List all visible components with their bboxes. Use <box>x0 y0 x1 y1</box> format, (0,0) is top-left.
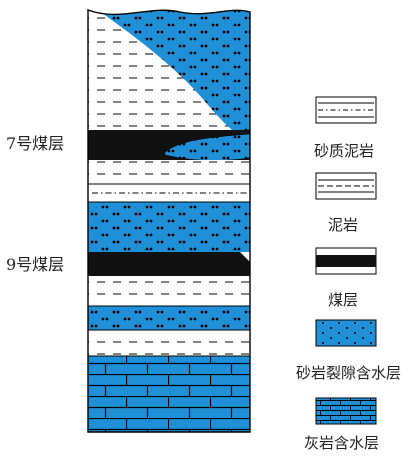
legend-label-coal-seam: 煤层 <box>328 291 359 309</box>
legend-label-sandstone-aquifer: 砂岩裂隙含水层 <box>296 364 402 382</box>
sandstone-tongue <box>164 133 250 161</box>
sandstone-aquifer-layer-2 <box>88 306 250 330</box>
legend-swatch-mudstone <box>315 172 377 200</box>
legend-label-sandy-mudstone: 砂质泥岩 <box>314 142 375 160</box>
layer-boundaries <box>88 183 250 357</box>
mudstone-layer-3 <box>88 276 250 306</box>
coal-seam-9 <box>88 252 250 276</box>
label-coal-seam-9: 9号煤层 <box>6 255 65 274</box>
legend-label-mudstone: 泥岩 <box>328 216 359 234</box>
legend-swatch-limestone-aquifer <box>315 397 377 425</box>
legend-swatches <box>315 96 377 425</box>
legend-label-limestone-aquifer: 灰岩含水层 <box>304 434 380 452</box>
legend-swatch-sandstone-aquifer <box>315 319 377 347</box>
mudstone-layer-2 <box>88 160 250 184</box>
column-outline <box>87 8 251 433</box>
legend-swatch-coal-seam <box>315 247 377 275</box>
column-layers <box>88 10 250 432</box>
legend-swatch-sandy-mudstone <box>315 96 377 124</box>
limestone-aquifer-layer <box>88 356 250 432</box>
label-coal-seam-7: 7号煤层 <box>6 134 65 153</box>
mudstone-layer-4 <box>88 330 250 356</box>
sandstone-aquifer-layer-1 <box>88 202 250 252</box>
top-sandstone-wedge <box>95 10 250 130</box>
